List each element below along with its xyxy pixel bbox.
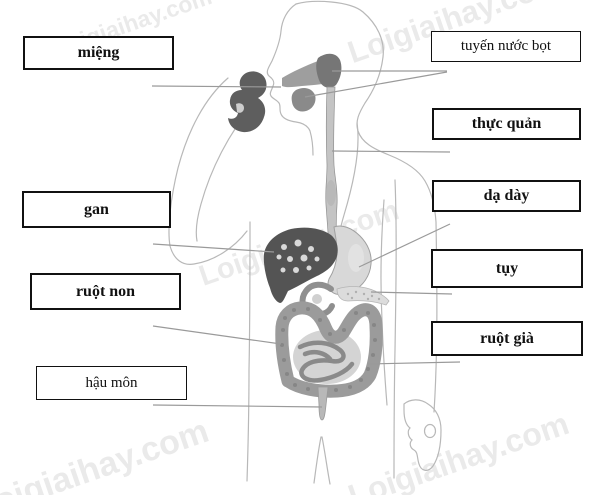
label-text-ruot-non: ruột non — [75, 282, 136, 300]
label-box-mieng: miệng — [23, 36, 174, 70]
label-box-ruot-gia: ruột già — [431, 321, 583, 356]
leader-line-gan — [152, 243, 275, 253]
label-box-ruot-non: ruột non — [30, 273, 181, 310]
small-intestine-coils — [297, 340, 355, 383]
label-text-mieng: miệng — [77, 44, 120, 61]
watermark-text: Loigiaihay.com — [344, 405, 574, 495]
leader-lines — [151, 70, 461, 408]
torso-right-line — [380, 199, 388, 406]
leader-line-ruot-non — [152, 325, 282, 345]
submandibular-salivary-gland-shape — [291, 87, 316, 112]
label-box-gan: gan — [22, 191, 171, 228]
raised-forearm-outer-line — [168, 77, 248, 265]
leader-line-ruot-gia — [366, 361, 461, 365]
leader-line-mieng — [151, 85, 282, 88]
parotid-salivary-gland-shape — [316, 53, 342, 88]
esophagus-shape — [325, 86, 338, 247]
label-text-ruot-gia: ruột già — [480, 329, 534, 347]
label-box-tuyen-nuoc-bot: tuyến nước bọt — [431, 31, 581, 62]
raised-forearm-inner-line — [195, 106, 252, 242]
leader-line-tuyen-nuoc-bot-2 — [304, 71, 448, 98]
label-text-hau-mon: hậu môn — [85, 374, 138, 391]
label-box-hau-mon: hậu môn — [36, 366, 187, 400]
label-text-tuy: tụy — [495, 259, 519, 277]
right-hand-outline — [403, 399, 442, 471]
liver-shape — [263, 227, 338, 303]
body-outline — [168, 0, 442, 485]
label-text-thuc-quan: thực quản — [471, 115, 542, 132]
leader-line-tuy — [370, 291, 453, 295]
label-text-tuyen-nuoc-bot: tuyến nước bọt — [460, 38, 552, 54]
large-intestine-haustra-dots — [280, 307, 377, 393]
liver-speckles — [276, 239, 320, 273]
duodenum-center — [312, 294, 322, 304]
rectum-shape — [317, 386, 329, 421]
label-box-da-day: dạ dày — [432, 180, 581, 212]
leader-line-da-day — [358, 223, 451, 268]
hand-with-food-highlight — [236, 103, 244, 113]
right-arm-inner-line — [393, 179, 397, 479]
stomach-highlight — [348, 244, 364, 272]
pancreas-shape — [336, 286, 390, 306]
label-box-tuy: tụy — [431, 249, 583, 288]
large-intestine-shape — [275, 301, 383, 398]
label-text-gan: gan — [84, 200, 109, 218]
leader-line-thuc-quan — [331, 150, 451, 153]
pancreas-speckles — [346, 290, 381, 301]
right-hand-detail — [423, 423, 437, 439]
label-text-da-day: dạ dày — [483, 187, 530, 204]
watermark-text: Loigiaihay.com — [0, 412, 213, 495]
leader-line-hau-mon — [152, 404, 323, 408]
face-profile-outline — [266, 3, 314, 156]
head-back-shoulder-arm-outline — [295, 0, 438, 413]
esophagus-bulge — [326, 180, 336, 206]
hand-with-food-shape — [228, 71, 267, 133]
torso-left-line — [246, 221, 251, 482]
label-box-thuc-quan: thực quản — [432, 108, 581, 140]
legs-inseam-left — [313, 436, 322, 484]
legs-inseam-right — [321, 436, 331, 485]
